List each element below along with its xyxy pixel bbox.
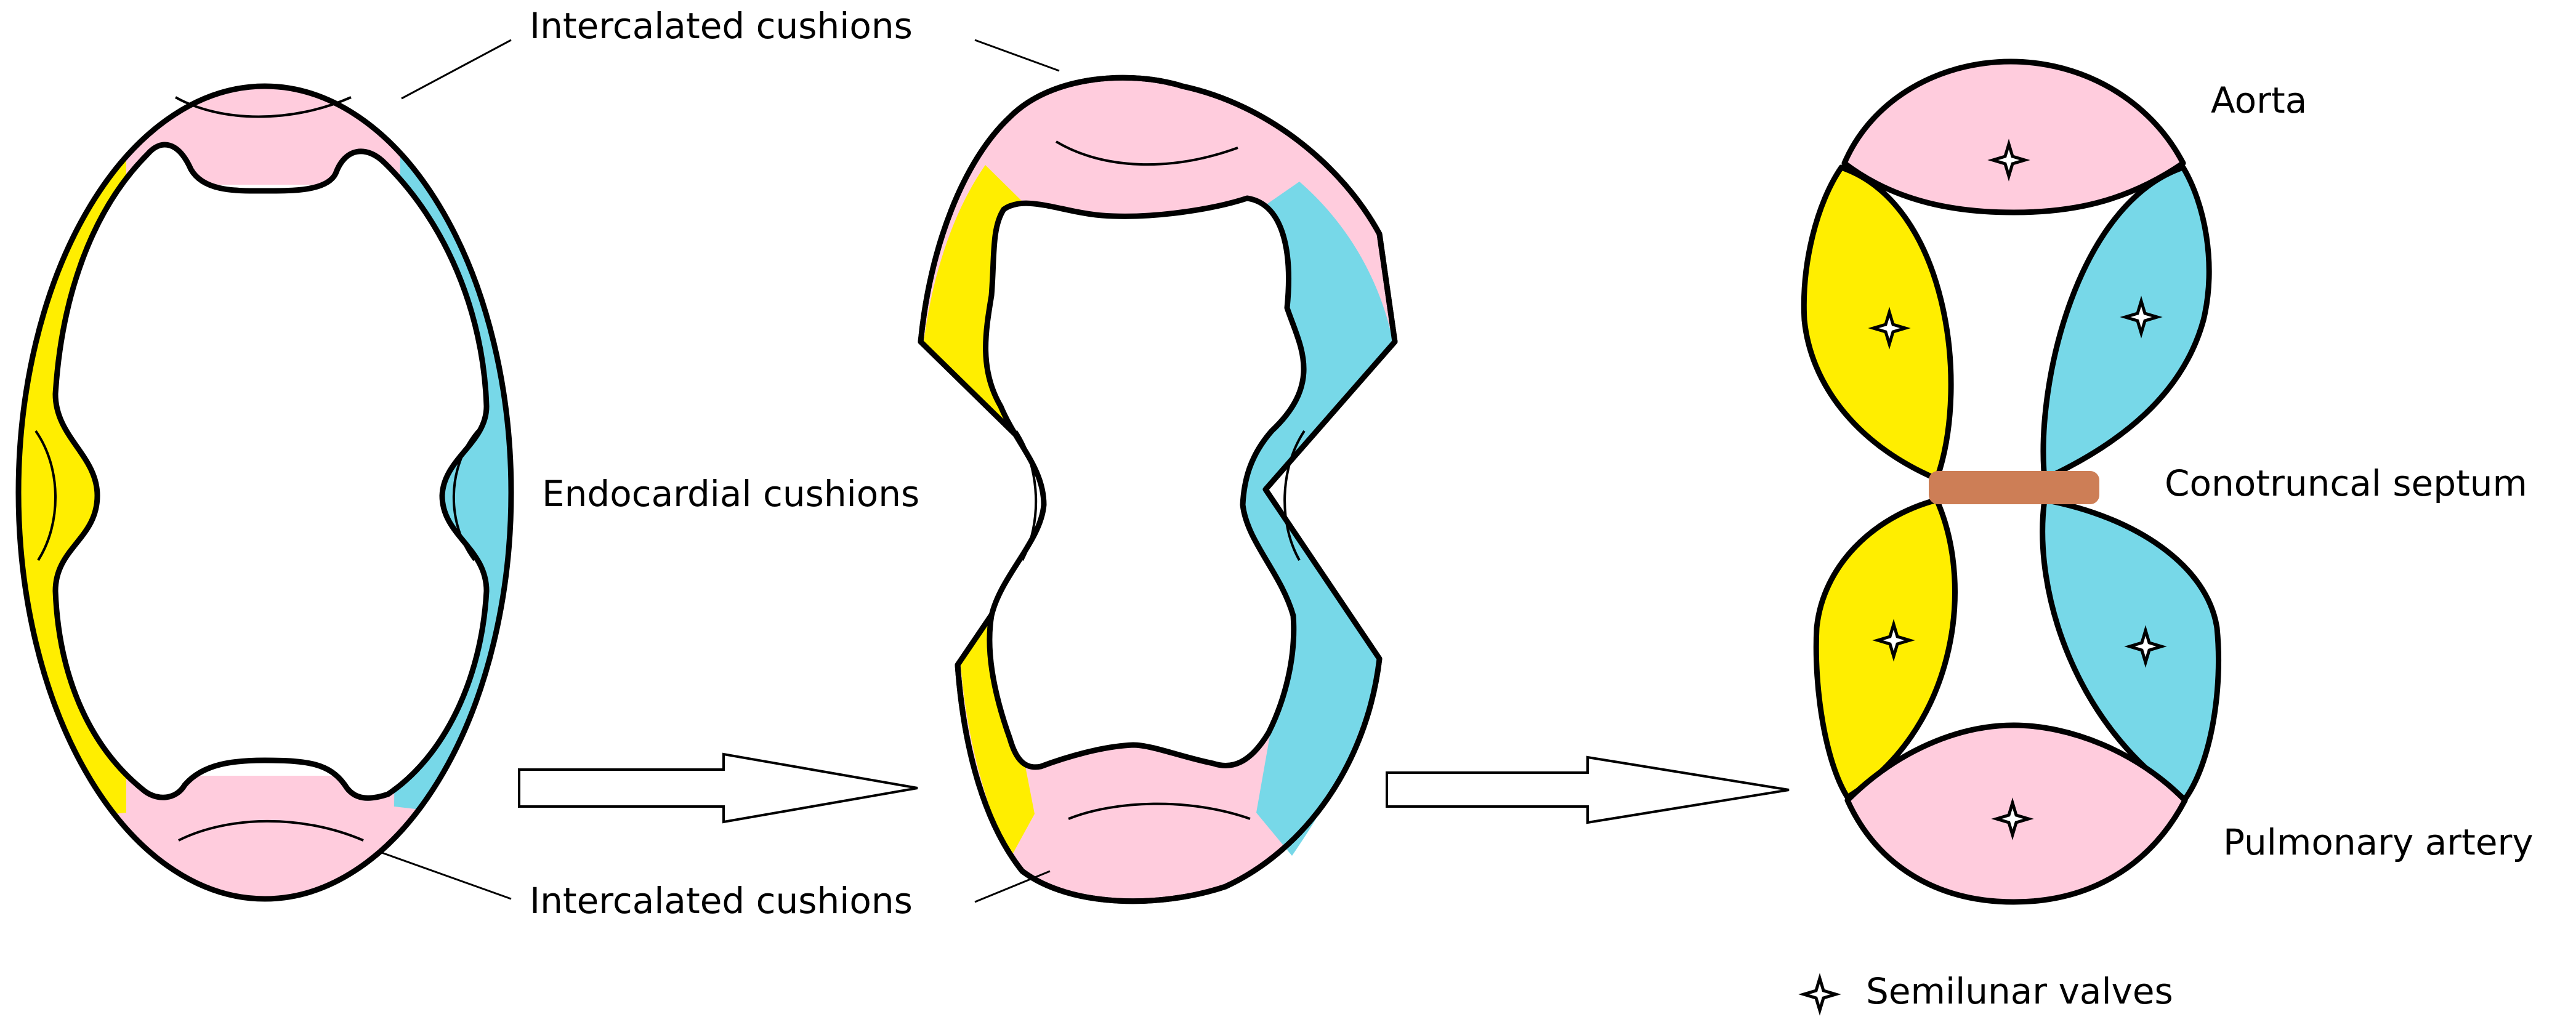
leader-intercalated-top-right	[974, 39, 1060, 72]
stage2-cushion-line-right	[1283, 430, 1306, 561]
conotruncal-septum-bar	[1929, 471, 2099, 504]
stage2-cushion-line-top	[1055, 140, 1238, 166]
label-endocardial-cushions: Endocardial cushions	[542, 473, 919, 515]
stage2-lumen	[983, 195, 1307, 770]
stage1-lumen	[52, 142, 490, 801]
stage3-yellow-bottom-lens	[1813, 497, 1958, 800]
stage1-pink-bottom	[18, 776, 511, 899]
label-conotruncal-septum: Conotruncal septum	[2165, 462, 2527, 504]
stage3-blue-bottom-lens	[2040, 497, 2222, 802]
leader-intercalated-top-left	[401, 39, 512, 100]
stage1-cushion-line-left	[34, 430, 57, 561]
stage-1-truncus	[15, 83, 514, 902]
legend: Semilunar valves	[1804, 970, 2173, 1012]
leader-intercalated-bottom-left	[381, 851, 512, 900]
stage1-pink-top	[18, 86, 511, 185]
stage1-outer-wall	[15, 83, 514, 902]
stage2-cushion-line-left	[1015, 430, 1038, 561]
hollow-right-arrow-icon-1	[518, 752, 918, 824]
hollow-right-arrow-icon-2	[1386, 755, 1790, 824]
leader-intercalated-bottom-right	[974, 870, 1051, 903]
stage1-cushion-line-right	[452, 430, 478, 561]
legend-label-semilunar-valves: Semilunar valves	[1866, 970, 2173, 1012]
stage2-blue	[1219, 182, 1393, 856]
label-aorta: Aorta	[2211, 79, 2307, 121]
label-intercalated-cushions-bottom: Intercalated cushions	[530, 880, 913, 922]
label-pulmonary-artery: Pulmonary artery	[2223, 821, 2534, 863]
stage-2-truncus	[918, 74, 1398, 904]
label-intercalated-cushions-top: Intercalated cushions	[530, 5, 913, 47]
stage1-cushion-line-top	[175, 96, 352, 118]
stage1-cushion-line-bottom	[178, 819, 364, 842]
stage3-yellow-top-lens	[1801, 164, 1954, 482]
stage2-yellow	[924, 165, 1076, 859]
stage-3-septated-truncus	[1801, 58, 2222, 905]
stage2-outer-outline	[918, 74, 1398, 904]
legend-star-icon	[1804, 978, 1836, 1010]
stage3-pink-top	[1841, 58, 2186, 215]
stage3-blue-top-lens	[2040, 164, 2212, 482]
stage2-cushion-line-bottom	[1068, 802, 1251, 820]
